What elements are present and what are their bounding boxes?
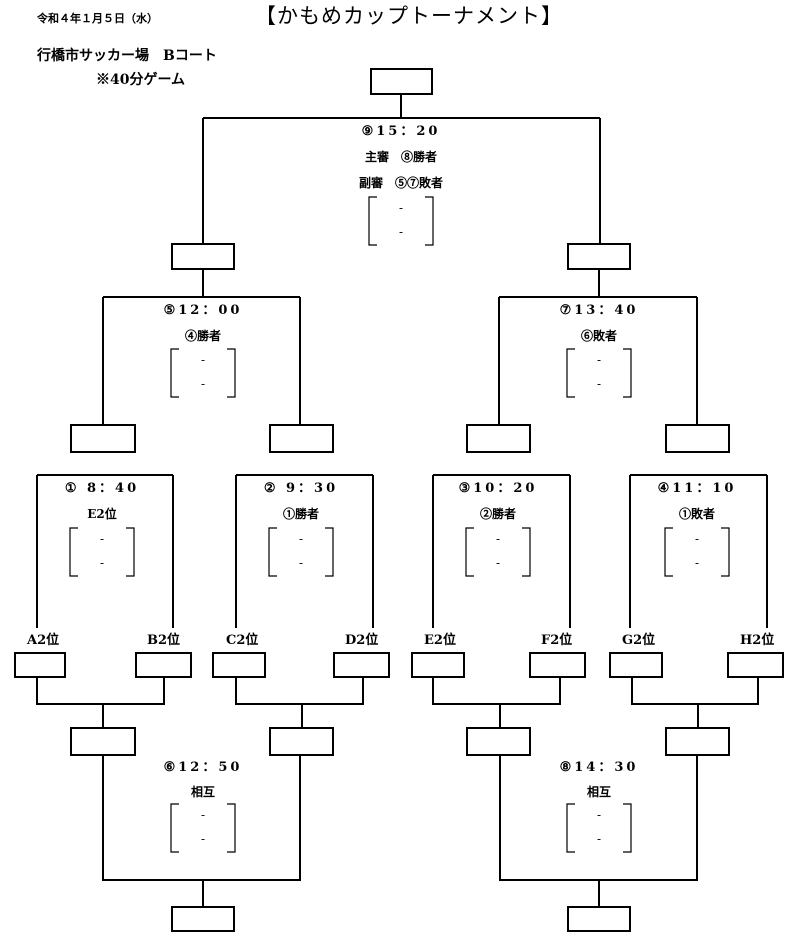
score-bracket-m2 [268,527,334,577]
score-bracket-m4 [664,527,730,577]
join-gh [631,677,759,728]
lower-box-4 [665,727,730,756]
champion-box [370,68,433,95]
venue-label: 行橋市サッカー場 Bコート [37,48,217,64]
score-dash: - [495,556,501,570]
date-label: 令和４年１月５日（水） [37,12,158,25]
result-box-6 [171,906,235,932]
semi-right-line [498,269,698,425]
team-label-g: G2位 [622,633,656,648]
score-dash: - [596,377,602,391]
join-ef [432,677,561,728]
match3-line [432,474,571,628]
score-dash: - [398,201,404,215]
score-dash: - [596,353,602,367]
match9-time: ⑨15：20 [361,124,441,139]
lower-box-3 [466,727,531,756]
semi-left-line [102,269,301,425]
score-dash: - [596,832,602,846]
score-dash: - [298,556,304,570]
match5-time: ⑤12：00 [163,303,243,318]
match8-referee: 相互 [586,785,612,799]
team-label-e: E2位 [424,633,456,648]
score-bracket-m1 [69,527,135,577]
team-box-b [135,652,192,678]
score-dash: - [200,808,206,822]
team-box-h [727,652,784,678]
team-label-f: F2位 [541,633,573,648]
match1-referee: E2位 [87,507,117,521]
join-ab [36,677,165,728]
score-dash: - [398,225,404,239]
match7-referee: ⑥敗者 [580,329,618,343]
score-bracket-m9 [368,196,434,246]
match7-time: ⑦13：40 [559,303,639,318]
match3-time: ③10：20 [458,481,538,496]
match6-referee: 相互 [190,785,216,799]
score-dash: - [596,808,602,822]
page-title: 【かもめカップトーナメント】 [255,4,563,28]
team-label-a: A2位 [27,633,60,648]
score-dash: - [99,556,105,570]
team-box-a [14,652,66,678]
score-dash: - [694,532,700,546]
match2-line [235,474,374,628]
result-box-8 [567,906,631,932]
team-label-b: B2位 [147,633,181,648]
score-dash: - [200,353,206,367]
qf-box-2 [269,424,334,453]
match5-referee: ④勝者 [184,329,222,343]
match1-time: ① 8：40 [64,481,140,496]
match9-referee: 主審 ⑧勝者 [364,150,438,164]
team-label-d: D2位 [345,633,379,648]
score-dash: - [495,532,501,546]
score-dash: - [200,832,206,846]
match8-time: ⑧14：30 [559,760,639,775]
match9-assistant: 副審 ⑤⑦敗者 [358,176,444,190]
score-bracket-m7 [566,348,632,398]
final-left-box [171,243,235,270]
match4-line [629,474,768,628]
score-dash: - [694,556,700,570]
final-right-box [567,243,631,270]
score-bracket-m8 [566,803,632,853]
final-line [202,94,601,244]
match2-referee: ①勝者 [282,507,320,521]
match8-line [499,755,698,907]
team-label-c: C2位 [226,633,259,648]
match4-referee: ①敗者 [678,507,716,521]
score-dash: - [200,377,206,391]
match6-line [102,755,301,907]
team-box-d [333,652,390,678]
game-length-note: ※40分ゲーム [96,72,186,88]
match3-referee: ②勝者 [479,507,517,521]
match6-time: ⑥12：50 [163,760,243,775]
score-bracket-m6 [170,803,236,853]
score-bracket-m5 [170,348,236,398]
score-dash: - [298,532,304,546]
score-bracket-m3 [465,527,531,577]
team-box-c [212,652,266,678]
match1-line [36,474,174,628]
qf-box-3 [466,424,531,453]
match4-time: ④11：10 [657,481,737,496]
match2-time: ② 9：30 [263,481,339,496]
lower-box-2 [269,727,334,756]
team-label-h: H2位 [740,633,775,648]
team-box-g [609,652,663,678]
join-cd [235,677,364,728]
team-box-e [411,652,465,678]
lower-box-1 [70,727,136,756]
qf-box-1 [70,424,136,453]
score-dash: - [99,532,105,546]
qf-box-4 [665,424,730,453]
team-box-f [529,652,586,678]
